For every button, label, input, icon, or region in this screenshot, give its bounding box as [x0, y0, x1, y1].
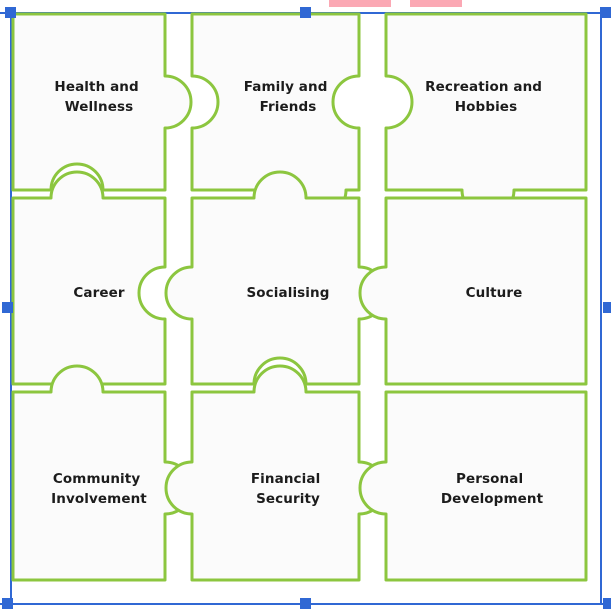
piece-label: Personal Development	[441, 471, 544, 507]
piece-label-line: Personal	[456, 471, 523, 487]
piece-label-line: Financial	[251, 471, 320, 487]
piece-label-line: Development	[441, 491, 544, 507]
puzzle-piece-health-and-wellness[interactable]: Health and Wellness	[11, 12, 193, 192]
puzzle-piece-career[interactable]: Career	[11, 170, 167, 386]
piece-label-line: Friends	[260, 99, 317, 115]
puzzle-piece-recreation-and-hobbies[interactable]: Recreation and Hobbies	[384, 12, 588, 218]
piece-label-line: Health and	[54, 79, 138, 95]
puzzle-piece-community-involvement[interactable]: Community Involvement	[11, 364, 193, 582]
puzzle-piece-culture[interactable]: Culture	[358, 196, 588, 386]
piece-outline	[358, 390, 588, 582]
puzzle-piece-socialising[interactable]: Socialising	[164, 170, 387, 386]
piece-label: Socialising	[246, 285, 329, 301]
puzzle-piece-personal-development[interactable]: Personal Development	[358, 390, 588, 582]
piece-label-line: Involvement	[51, 491, 147, 507]
selection-handle-bottom-center[interactable]	[300, 598, 311, 609]
selection-handle-top-right[interactable]	[600, 7, 611, 18]
piece-label: Community Involvement	[51, 471, 147, 507]
piece-label: Health and Wellness	[54, 79, 143, 115]
piece-label-line: Family and	[244, 79, 328, 95]
piece-label: Recreation and Hobbies	[425, 79, 547, 115]
piece-outline	[358, 196, 588, 386]
highlight-bar-1	[329, 0, 391, 7]
selection-handle-top-left[interactable]	[5, 7, 16, 18]
selection-handle-bottom-left[interactable]	[2, 598, 13, 609]
piece-label-line: Socialising	[246, 285, 329, 301]
piece-outline	[384, 12, 588, 218]
piece-label: Career	[73, 285, 124, 301]
piece-label: Financial Security	[251, 471, 325, 507]
piece-label-line: Recreation and	[425, 79, 542, 95]
piece-label-line: Hobbies	[455, 99, 517, 115]
piece-label: Culture	[466, 285, 523, 301]
piece-label-line: Career	[73, 285, 124, 301]
piece-label-line: Culture	[466, 285, 523, 301]
selection-edge-right	[600, 12, 602, 604]
piece-label-line: Community	[53, 471, 140, 487]
puzzle-piece-financial-security[interactable]: Financial Security	[164, 364, 387, 582]
piece-outline	[11, 170, 167, 386]
piece-outline	[11, 12, 193, 192]
selection-handle-middle-right[interactable]	[603, 302, 611, 313]
piece-label-line: Wellness	[65, 99, 133, 115]
selection-handle-top-center[interactable]	[300, 7, 311, 18]
piece-label-line: Security	[256, 491, 320, 507]
piece-label: Family and Friends	[244, 79, 333, 115]
selection-handle-middle-left[interactable]	[2, 302, 13, 313]
piece-outline	[164, 170, 387, 386]
highlight-bar-2	[410, 0, 462, 7]
selection-handle-bottom-right[interactable]	[603, 598, 611, 609]
